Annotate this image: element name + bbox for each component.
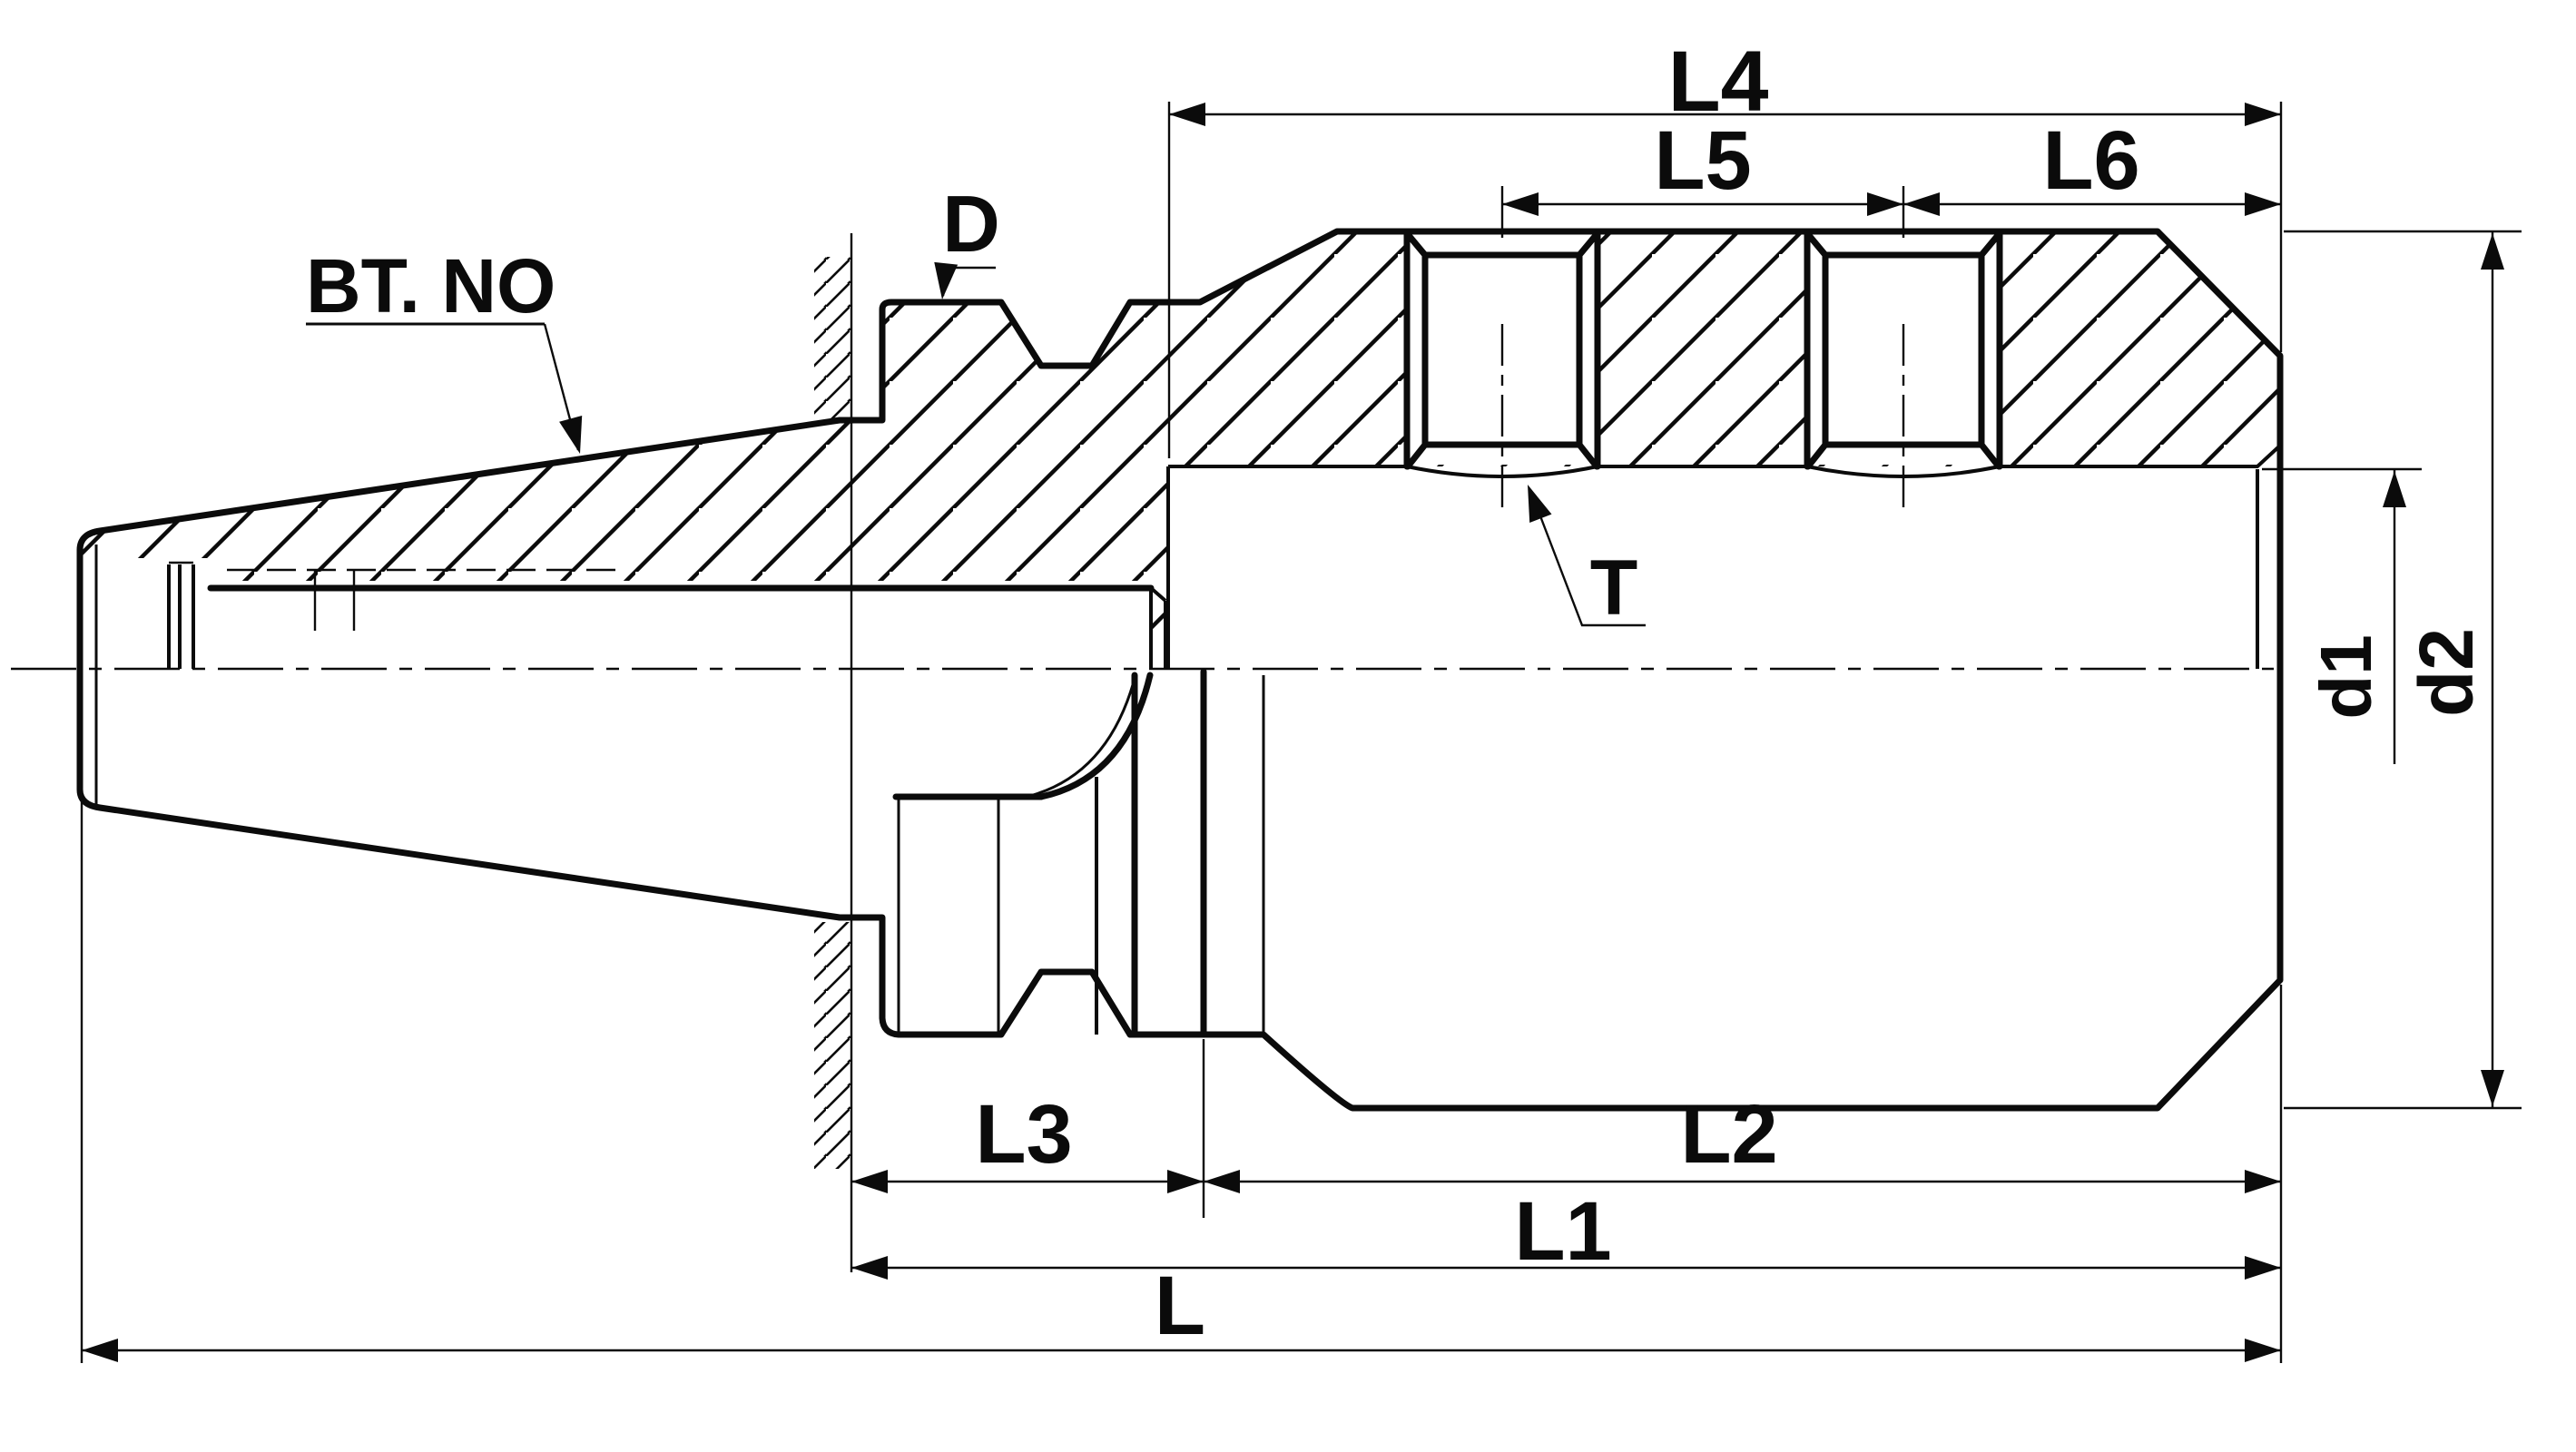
dimension-L3: L3 (851, 1088, 1204, 1193)
set-screw-hole-2 (1804, 230, 2003, 508)
set-screw-hole-1 (1403, 230, 1601, 508)
thread-end-marks (169, 561, 356, 631)
extension-lines (80, 102, 2522, 1363)
dimension-L: L (82, 1260, 2281, 1362)
dimension-label-l3: L3 (975, 1088, 1072, 1181)
flange-band-edges (897, 797, 1000, 1035)
gauge-wall-ticks-bottom (814, 922, 851, 1169)
dimension-label-d2: d2 (2404, 628, 2489, 717)
callout-t: T (1516, 480, 1646, 632)
bore-step (1149, 586, 1167, 669)
dimension-L5: L5 (1502, 114, 1903, 216)
dimension-label-l2: L2 (1680, 1088, 1777, 1181)
dimension-label-l: L (1155, 1260, 1205, 1352)
dimension-label-d1: d1 (2306, 634, 2386, 719)
drive-keyway-arc-inner (1026, 674, 1137, 799)
dimension-L1: L1 (851, 1185, 2281, 1280)
dimension-label-l5: L5 (1654, 114, 1751, 207)
callout-label-t: T (1590, 544, 1638, 632)
dimension-L2: L2 (1204, 1088, 2281, 1193)
dimension-label-l4: L4 (1668, 34, 1769, 130)
callout-label-bt-no: BT. NO (306, 243, 556, 329)
cavity-bore-line (1168, 443, 2283, 468)
section-hatch (80, 231, 2281, 1169)
tool-holder-outline (76, 228, 2284, 1112)
dimension-label-l6: L6 (2042, 114, 2139, 207)
drive-keyway-arc (1037, 672, 1154, 800)
gauge-wall-ticks-top (814, 257, 851, 420)
dimension-L4: L4 (1169, 34, 2281, 130)
part-silhouette (76, 228, 2284, 1112)
dimension-label-l1: L1 (1514, 1185, 1611, 1278)
dimension-d1: d1 (2306, 469, 2406, 764)
pull-stud-thread-collar (167, 564, 195, 669)
ext-hole-centers (1500, 186, 1905, 238)
dimension-d2: d2 (2404, 231, 2504, 1108)
callout-bt-no: BT. NO (306, 243, 592, 457)
callout-label-d: D (942, 179, 1000, 269)
callout-d: D (930, 179, 1000, 301)
dimension-L6: L6 (1903, 114, 2281, 216)
